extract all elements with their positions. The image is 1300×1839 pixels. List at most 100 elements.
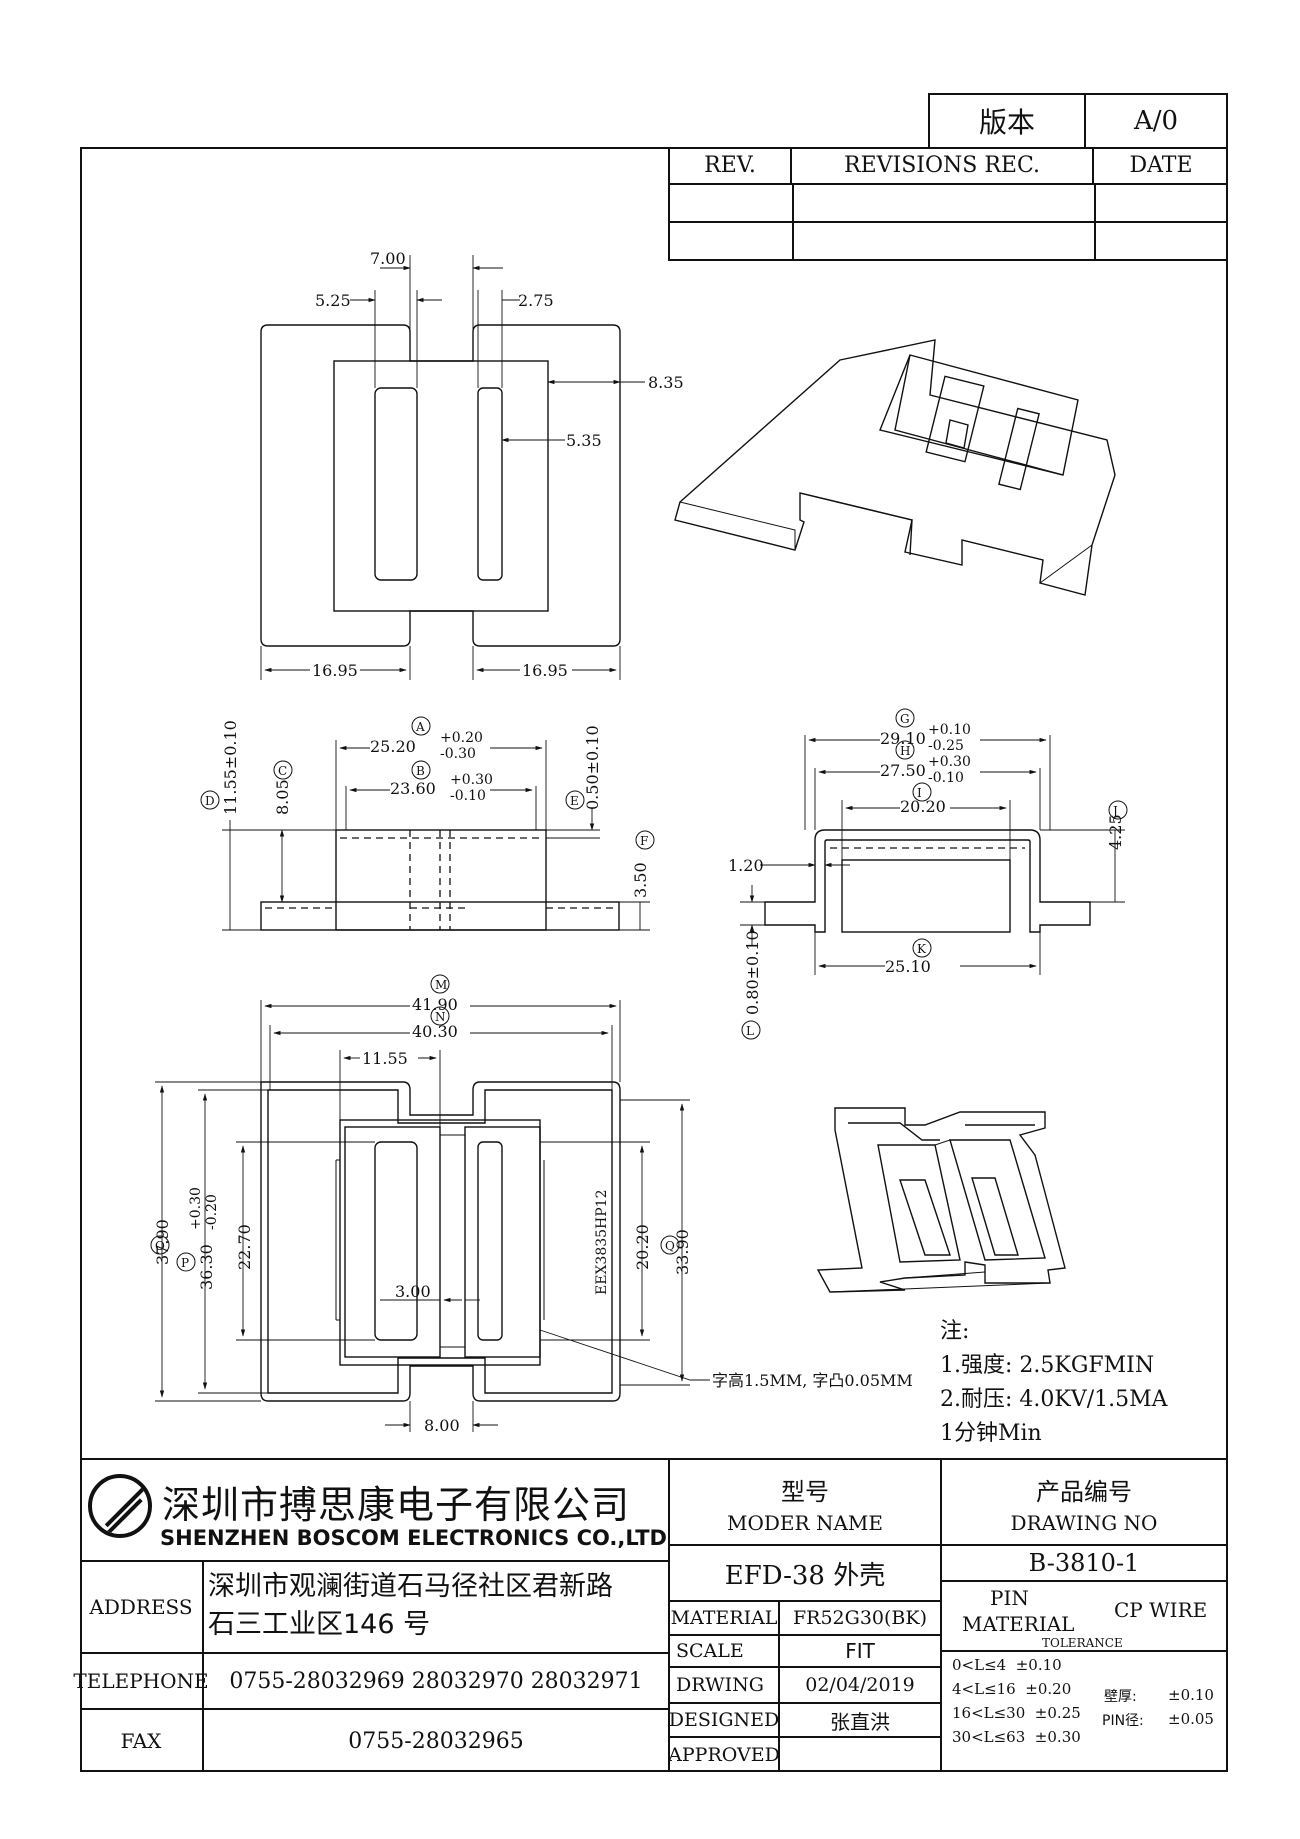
callout-j: J bbox=[1111, 804, 1118, 818]
callout-q: Q bbox=[665, 1239, 675, 1253]
rev-col-divider bbox=[792, 185, 794, 259]
callout-e: E bbox=[570, 794, 579, 808]
company-cell: 深圳市搏思康电子有限公司 SHENZHEN BOSCOM ELECTRONICS… bbox=[80, 1460, 670, 1562]
dim-0-50: 0.50±0.10 bbox=[583, 725, 602, 810]
dim-36-30-tol-up: +0.30 bbox=[188, 1187, 204, 1230]
dim-4-25: 4.25 bbox=[1106, 814, 1125, 850]
drawing-no-label-cell: 产品编号 DRAWING NO bbox=[942, 1460, 1226, 1546]
pin-material-label-2: MATERIAL bbox=[962, 1612, 1075, 1636]
dim-20-20-bottom: 20.20 bbox=[633, 1224, 652, 1270]
model-value: EFD-38 外壳 bbox=[670, 1546, 942, 1602]
scale-label: SCALE bbox=[670, 1636, 780, 1668]
dim-5-35: 5.35 bbox=[566, 431, 602, 450]
model-label-en: MODER NAME bbox=[727, 1511, 883, 1535]
drawing-no-label-en: DRAWING NO bbox=[1010, 1511, 1158, 1535]
dim-25-10: 25.10 bbox=[885, 957, 931, 976]
title-block: 深圳市搏思康电子有限公司 SHENZHEN BOSCOM ELECTRONICS… bbox=[73, 1458, 1228, 1772]
model-label-cn: 型号 bbox=[781, 1478, 829, 1506]
address-label: ADDRESS bbox=[80, 1562, 204, 1654]
wall-tolerance-value: ±0.10 bbox=[1168, 1686, 1214, 1704]
callout-n: N bbox=[435, 1010, 446, 1024]
front-view: 29.10 +0.10 -0.25 27.50 +0.30 -0.10 20.2… bbox=[728, 722, 1125, 1015]
dim-3-00: 3.00 bbox=[395, 1282, 431, 1301]
dim-29-10: 29.10 bbox=[880, 729, 926, 748]
dim-11-55-bottom: 11.55 bbox=[362, 1049, 408, 1068]
isometric-view-top bbox=[674, 339, 1116, 596]
company-name-cn: 深圳市搏思康电子有限公司 bbox=[162, 1483, 631, 1527]
notes-line-2: 2.耐压: 4.0KV/1.5MA bbox=[940, 1387, 1169, 1412]
version-box: 版本 A/0 bbox=[928, 93, 1228, 147]
pin-tolerance-value: ±0.05 bbox=[1168, 1710, 1214, 1728]
revision-table: REV. REVISIONS REC. DATE bbox=[668, 147, 1228, 261]
callout-h: H bbox=[900, 744, 910, 758]
dim-11-55: 11.55±0.10 bbox=[221, 720, 240, 815]
callout-d: D bbox=[205, 794, 215, 808]
telephone-value: 0755-28032969 28032970 28032971 bbox=[204, 1654, 670, 1710]
dim-40-30: 40.30 bbox=[412, 1022, 458, 1041]
dim-23-60-tol-up: +0.30 bbox=[450, 772, 493, 788]
dim-27-50: 27.50 bbox=[880, 761, 926, 780]
pin-material-cell: PIN MATERIAL CP WIRE TOLERANCE bbox=[942, 1582, 1226, 1652]
tolerance-label: TOLERANCE bbox=[1042, 1636, 1123, 1650]
drwing-label: DRWING bbox=[670, 1668, 780, 1704]
dim-25-20: 25.20 bbox=[370, 737, 416, 756]
dim-27-50-tol-dn: -0.10 bbox=[928, 770, 964, 786]
dim-0-80: 0.80±0.10 bbox=[743, 930, 762, 1015]
notes-line-3: 1分钟Min bbox=[940, 1421, 1042, 1446]
dim-23-60-tol-dn: -0.10 bbox=[450, 788, 486, 804]
tolerance-table: 0<L≤4 ±0.10 4<L≤16 ±0.20 16<L≤30 ±0.25 3… bbox=[942, 1652, 1226, 1772]
dim-36-30-tol-dn: -0.20 bbox=[204, 1194, 220, 1230]
callout-o: O bbox=[155, 1239, 165, 1253]
company-name-en: SHENZHEN BOSCOM ELECTRONICS CO.,LTD bbox=[160, 1526, 667, 1550]
pin-material-label-1: PIN bbox=[990, 1586, 1029, 1610]
callout-p: P bbox=[181, 1256, 189, 1270]
drawing-frame bbox=[80, 147, 1228, 1772]
company-logo-icon bbox=[88, 1474, 152, 1538]
version-value: A/0 bbox=[1133, 106, 1179, 136]
tolerance-row-1: 0<L≤4 ±0.10 bbox=[952, 1656, 1062, 1674]
version-label: 版本 bbox=[930, 95, 1086, 147]
dim-20-20-front: 20.20 bbox=[900, 797, 946, 816]
address-line-2: 石三工业区146 号 bbox=[208, 1609, 431, 1640]
model-label-cell: 型号 MODER NAME bbox=[670, 1460, 942, 1546]
callout-f: F bbox=[640, 834, 648, 848]
marking-note: 字高1.5MM, 字凸0.05MM bbox=[712, 1371, 913, 1390]
drawing-no-value: B-3810-1 bbox=[942, 1546, 1226, 1582]
dim-25-20-tol-up: +0.20 bbox=[440, 730, 483, 746]
material-label: MATERIAL bbox=[670, 1602, 780, 1636]
designed-label: DESIGNED bbox=[669, 1704, 780, 1738]
callout-c: C bbox=[278, 764, 287, 778]
isometric-view-bottom bbox=[816, 1107, 1066, 1293]
notes: 注: 1.强度: 2.5KGFMIN 2.耐压: 4.0KV/1.5MA 1分钟… bbox=[940, 1319, 1169, 1446]
top-view: 7.00 5.25 2.75 8.35 5.35 16.95 16.95 bbox=[260, 249, 684, 680]
approved-label: APPROVED bbox=[668, 1738, 780, 1772]
dim-27-50-tol-up: +0.30 bbox=[928, 754, 971, 770]
callout-i: I bbox=[917, 786, 922, 800]
dim-22-70: 22.70 bbox=[235, 1224, 254, 1270]
address-value: 深圳市观澜街道石马径社区君新路 石三工业区146 号 bbox=[204, 1562, 670, 1654]
drwing-value: 02/04/2019 bbox=[780, 1668, 942, 1704]
callout-m: M bbox=[435, 978, 447, 992]
dim-1-20: 1.20 bbox=[728, 856, 764, 875]
pin-material-value: CP WIRE bbox=[1114, 1598, 1208, 1622]
dim-8-05: 8.05 bbox=[273, 779, 292, 815]
scale-value: FIT bbox=[780, 1636, 942, 1668]
dim-7-00: 7.00 bbox=[370, 249, 406, 268]
dim-2-75: 2.75 bbox=[518, 291, 554, 310]
bottom-view: EEX3835HP12 41.90 40.30 11.55 37.90 36.3… bbox=[153, 995, 913, 1435]
callouts: A B C D E F G H I J K L M N O P Q bbox=[150, 708, 1128, 1272]
rev-col-header: REV. bbox=[670, 147, 792, 185]
wall-tolerance-label: 壁厚: bbox=[1104, 1689, 1137, 1705]
dim-3-50: 3.50 bbox=[631, 862, 650, 898]
dim-16-95-right: 16.95 bbox=[522, 661, 568, 680]
marking-text: EEX3835HP12 bbox=[594, 1190, 610, 1295]
callout-g: G bbox=[900, 712, 910, 726]
notes-line-1: 1.强度: 2.5KGFMIN bbox=[940, 1353, 1154, 1378]
date-col-header: DATE bbox=[1094, 147, 1228, 185]
pin-tolerance-label: PIN径: bbox=[1102, 1713, 1144, 1729]
designed-value: 张直洪 bbox=[780, 1704, 942, 1738]
drawing-no-label-cn: 产品编号 bbox=[1036, 1478, 1132, 1506]
dim-8-00: 8.00 bbox=[424, 1416, 460, 1435]
dim-23-60: 23.60 bbox=[390, 779, 436, 798]
